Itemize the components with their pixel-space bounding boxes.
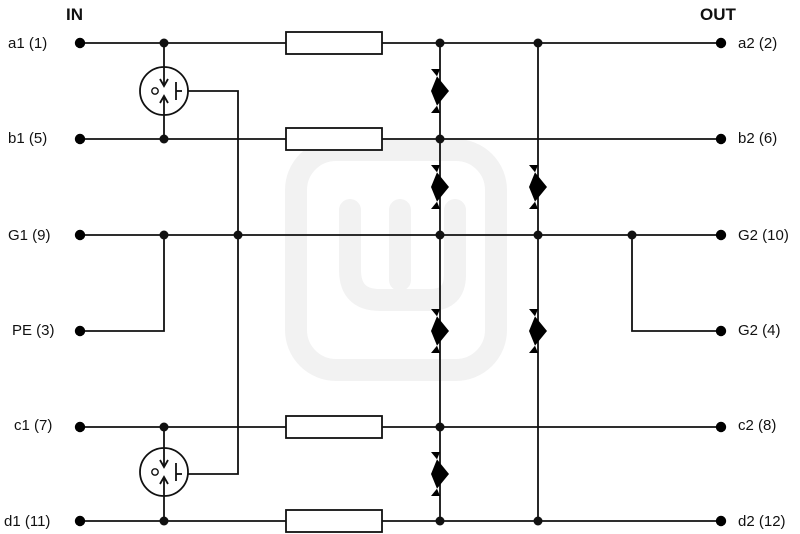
junction-dot xyxy=(159,516,169,526)
terminal-icon xyxy=(715,515,727,527)
label-a2: a2 (2) xyxy=(738,35,777,52)
terminal-icon xyxy=(715,421,727,433)
label-g2-10: G2 (10) xyxy=(738,227,789,244)
resistor-b xyxy=(285,127,383,151)
terminal-icon xyxy=(74,515,86,527)
terminal-icon xyxy=(74,133,86,145)
terminal-icon xyxy=(74,37,86,49)
terminal-icon xyxy=(715,133,727,145)
junction-dot xyxy=(159,134,169,144)
gdt-bottom xyxy=(139,447,189,497)
junction-dots xyxy=(159,38,637,526)
label-c1: c1 (7) xyxy=(14,417,52,434)
junction-dot xyxy=(233,230,243,240)
label-pe: PE (3) xyxy=(12,322,55,339)
junction-dot xyxy=(533,38,543,48)
in-header: IN xyxy=(66,5,83,24)
junction-dot xyxy=(435,422,445,432)
gdt-top xyxy=(139,66,189,116)
terminal-icon xyxy=(74,421,86,433)
terminal-icon xyxy=(715,37,727,49)
junction-dot xyxy=(435,134,445,144)
resistor-a xyxy=(285,31,383,55)
label-g1: G1 (9) xyxy=(8,227,51,244)
resistors xyxy=(285,31,383,533)
junction-dot xyxy=(435,38,445,48)
terminal-icon xyxy=(715,229,727,241)
resistor-c xyxy=(285,415,383,439)
label-g2-4: G2 (4) xyxy=(738,322,781,339)
junction-dot xyxy=(435,516,445,526)
label-b1: b1 (5) xyxy=(8,130,47,147)
resistor-d xyxy=(285,509,383,533)
junction-dot xyxy=(533,516,543,526)
label-b2: b2 (6) xyxy=(738,130,777,147)
out-header: OUT xyxy=(700,5,737,24)
junction-dot xyxy=(159,422,169,432)
junction-dot xyxy=(627,230,637,240)
terminal-icon xyxy=(74,229,86,241)
junction-dot xyxy=(435,230,445,240)
label-c2: c2 (8) xyxy=(738,417,776,434)
watermark-logo xyxy=(285,139,507,381)
junction-dot xyxy=(159,38,169,48)
junction-dot xyxy=(159,230,169,240)
label-d1: d1 (11) xyxy=(4,513,50,530)
junction-dot xyxy=(533,230,543,240)
terminal-icon xyxy=(715,325,727,337)
terminal-icon xyxy=(74,325,86,337)
label-d2: d2 (12) xyxy=(738,513,786,530)
label-a1: a1 (1) xyxy=(8,35,47,52)
